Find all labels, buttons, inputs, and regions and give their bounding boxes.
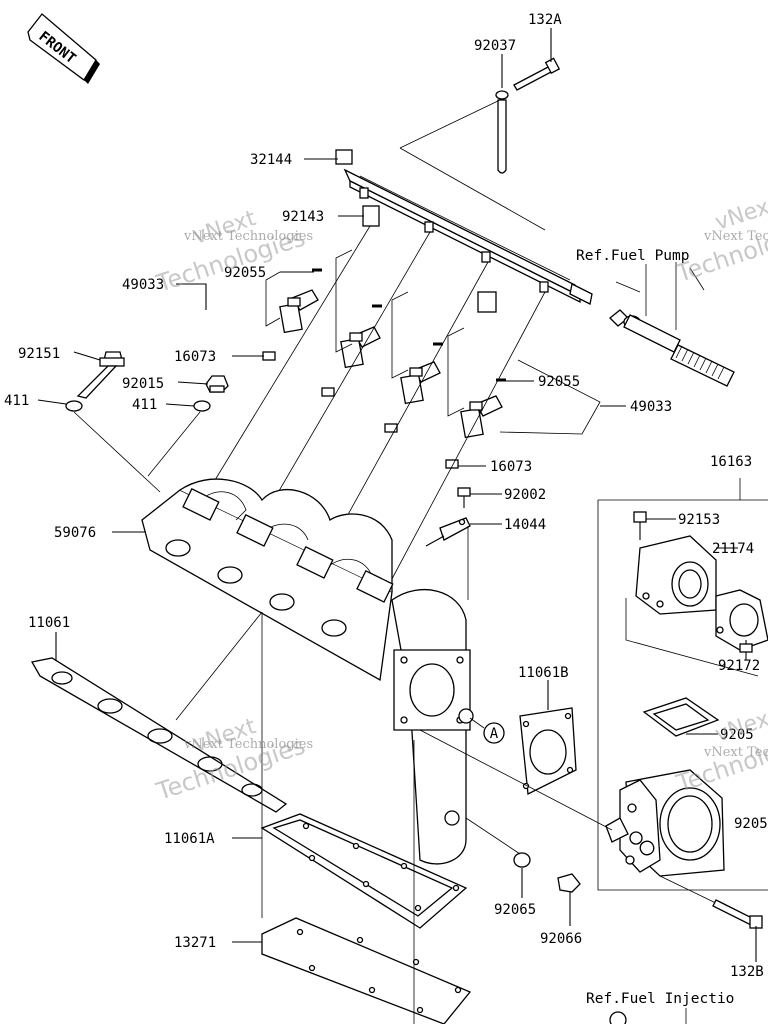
callout-a: A bbox=[469, 717, 505, 744]
label-13271: 13271 bbox=[174, 935, 216, 951]
label-92065: 92065 bbox=[494, 902, 536, 918]
gasket-92055-throttle bbox=[642, 697, 720, 737]
injector-4 bbox=[460, 395, 503, 439]
label-21174: 21174 bbox=[712, 541, 754, 557]
label-9205-b: 9205 bbox=[734, 816, 768, 832]
injector-1 bbox=[279, 289, 319, 334]
svg-text:vNext Technologies: vNext Technologies bbox=[703, 745, 768, 760]
washer-92065 bbox=[513, 852, 531, 868]
label-16073-bottom: 16073 bbox=[490, 459, 532, 475]
label-92055-top: 92055 bbox=[224, 265, 266, 281]
injector-2 bbox=[340, 326, 381, 369]
washer-411-b bbox=[193, 400, 211, 412]
label-92151: 92151 bbox=[18, 346, 60, 362]
label-49033-right: 49033 bbox=[630, 399, 672, 415]
idle-air-housing-21174 bbox=[635, 535, 717, 615]
bracket-49033-left-b bbox=[265, 271, 281, 327]
label-132b: 132B bbox=[730, 964, 764, 980]
oring-16073-3 bbox=[384, 423, 398, 433]
label-11061: 11061 bbox=[28, 615, 70, 631]
oring-16073-2 bbox=[321, 387, 335, 397]
label-92015: 92015 bbox=[122, 376, 164, 392]
nut-92015 bbox=[205, 375, 229, 393]
screw-92153 bbox=[633, 511, 647, 540]
fuel-rail-32144 bbox=[335, 149, 593, 305]
svg-text:vNext Technologies: vNext Technologies bbox=[703, 229, 768, 244]
fuel-pump-hose bbox=[609, 309, 735, 387]
label-16163: 16163 bbox=[710, 454, 752, 470]
label-11061b: 11061B bbox=[518, 665, 569, 681]
gasket-11061 bbox=[30, 657, 288, 813]
label-92066: 92066 bbox=[540, 931, 582, 947]
bolt-132b bbox=[712, 899, 763, 929]
washer-411-a bbox=[65, 400, 83, 412]
oring-16073-4 bbox=[445, 459, 459, 469]
label-14044: 14044 bbox=[504, 517, 546, 533]
oring-16073-1 bbox=[262, 351, 276, 361]
spacer-92143-b bbox=[477, 291, 497, 313]
svg-text:vNext Technologies: vNext Technologies bbox=[183, 737, 313, 752]
gasket-11061a bbox=[260, 813, 468, 929]
callout-a-text: A bbox=[490, 726, 499, 742]
spacer-92143-a bbox=[362, 205, 380, 227]
label-411-b: 411 bbox=[132, 397, 157, 413]
label-132a: 132A bbox=[528, 12, 562, 28]
clamp-92037 bbox=[495, 90, 509, 174]
label-16073-top: 16073 bbox=[174, 349, 216, 365]
label-9205-throttle: 9205 bbox=[720, 727, 754, 743]
label-92002: 92002 bbox=[504, 487, 546, 503]
label-59076: 59076 bbox=[54, 525, 96, 541]
bracket-49033-left bbox=[335, 249, 353, 353]
ref-fuel-injection: Ref.Fuel Injectio bbox=[586, 991, 734, 1007]
label-92143: 92143 bbox=[282, 209, 324, 225]
label-49033-left: 49033 bbox=[122, 277, 164, 293]
label-32144: 32144 bbox=[250, 152, 292, 168]
injector-3 bbox=[400, 361, 441, 405]
throttle-body bbox=[605, 769, 725, 877]
label-11061a: 11061A bbox=[164, 831, 215, 847]
screw-92002 bbox=[457, 487, 471, 508]
svg-text:vNext Technologies: vNext Technologies bbox=[183, 229, 313, 244]
cover-plate-13271 bbox=[261, 917, 472, 1024]
bracket-14044 bbox=[425, 517, 471, 547]
label-92037: 92037 bbox=[474, 38, 516, 54]
gasket-11061b bbox=[519, 707, 577, 796]
label-92153: 92153 bbox=[678, 512, 720, 528]
ref-fuel-pump: Ref.Fuel Pump bbox=[576, 248, 690, 264]
actuator-21174 bbox=[715, 589, 768, 660]
label-411-a: 411 bbox=[4, 393, 29, 409]
bracket-49033-right bbox=[499, 359, 601, 435]
watermark-mid-left: vNext Technologies vNext Technologies bbox=[152, 714, 313, 806]
ref-fuel-injection-marker bbox=[609, 1011, 627, 1024]
label-92055-right: 92055 bbox=[538, 374, 580, 390]
intake-manifold-59076 bbox=[141, 478, 474, 865]
bolt-132a bbox=[513, 57, 561, 91]
bolt-92066 bbox=[557, 873, 581, 918]
label-92172: 92172 bbox=[718, 658, 760, 674]
bolt-92151 bbox=[76, 351, 125, 399]
front-direction-arrow-icon: FRONT bbox=[27, 13, 100, 84]
watermark-top-right: vNext Technologies vNext Technologies bbox=[672, 192, 768, 288]
